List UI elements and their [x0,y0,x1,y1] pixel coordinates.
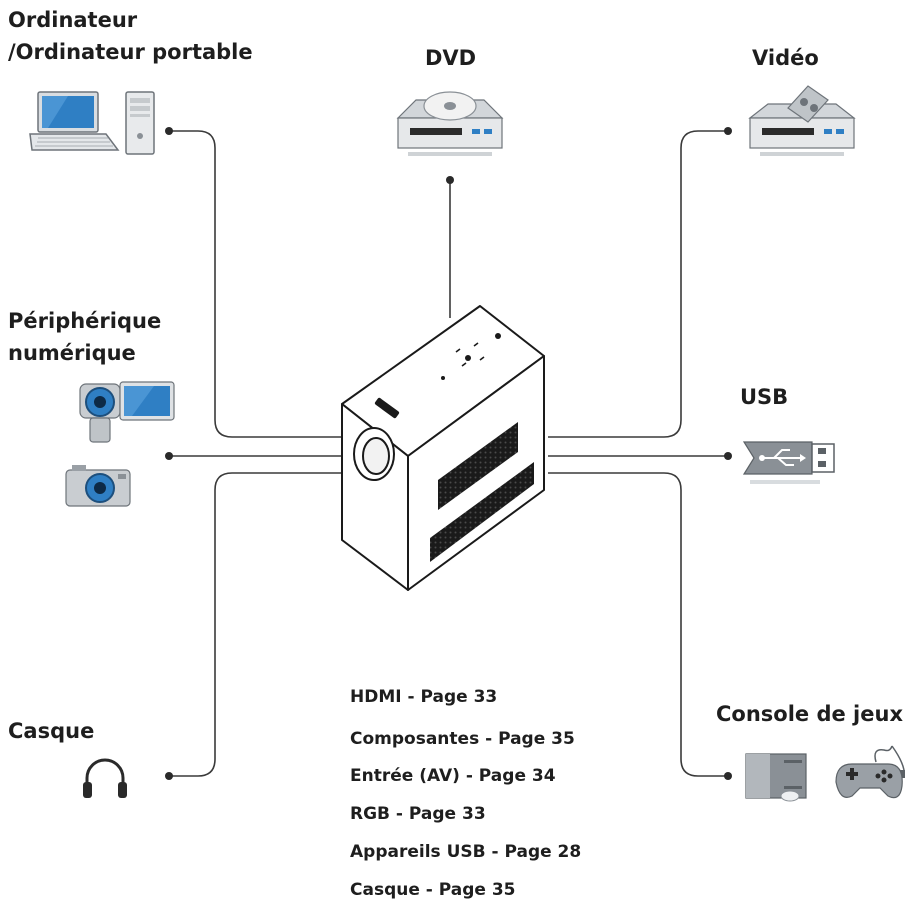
gamepad-icon [835,745,905,799]
dvd-player-icon [396,91,504,156]
camcorder-icon [79,381,175,443]
ref-usb-devices: Appareils USB - Page 28 [350,842,582,862]
game-console-label: Console de jeux [716,702,903,726]
connector-dot-headphones [165,772,173,780]
connector-dot-console [724,772,732,780]
ref-hdmi: HDMI - Page 33 [350,687,498,707]
connector-dot-dvd [446,176,454,184]
usb-drive-icon [742,441,835,484]
dvd-label: DVD [425,46,477,70]
ref-rgb: RGB - Page 33 [350,804,486,824]
laptop-icon [29,91,120,151]
digital-camera-icon [65,465,131,507]
headphones-icon [83,758,127,798]
usb-label: USB [740,385,789,409]
ref-component: Composantes - Page 35 [350,729,575,749]
computer-label: Ordinateur /Ordinateur portable [8,8,253,64]
ref-av-input: Entrée (AV) - Page 34 [350,766,556,786]
desktop-tower-icon [125,91,155,155]
connector-dot-usb [724,452,732,460]
game-console-icon [745,753,807,802]
connector-dot-digital [165,452,173,460]
connector-dot-video [724,127,732,135]
headphones-label: Casque [8,719,95,743]
ref-headphones: Casque - Page 35 [350,880,516,900]
connector-dot-computer [165,127,173,135]
vcr-icon [748,85,856,156]
video-label: Vidéo [752,46,819,70]
digital-device-label: Périphérique numérique [8,309,162,365]
projector-icon [341,305,545,591]
